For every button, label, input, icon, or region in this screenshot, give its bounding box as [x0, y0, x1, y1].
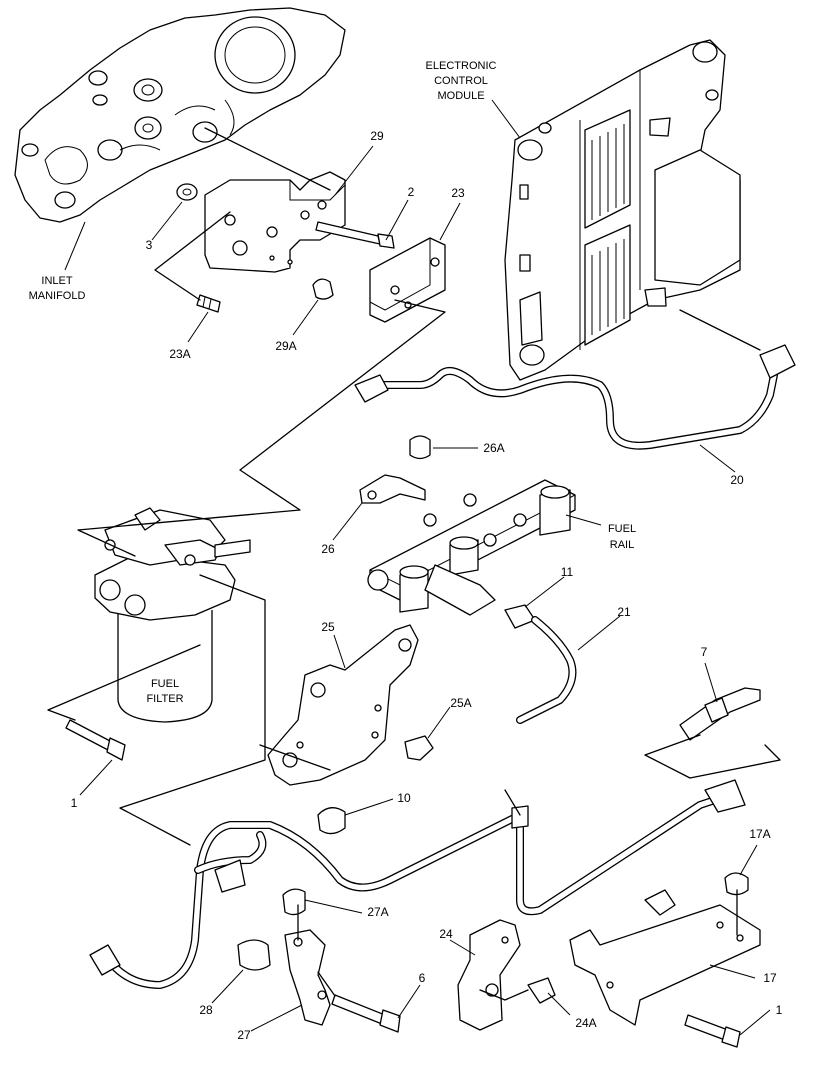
clip-10: [317, 807, 346, 835]
inlet-manifold: [14, 7, 346, 223]
fuel-rail: [367, 479, 576, 616]
callout-1-right: 1: [776, 1003, 783, 1017]
callout-27a: 27A: [367, 905, 388, 919]
leader-lines: [64, 99, 771, 1036]
bolt-1-right: [684, 1014, 741, 1048]
fuel-rail-title-line-2: RAIL: [610, 539, 634, 551]
callout-20: 20: [730, 473, 744, 487]
clip-24a: [527, 977, 556, 1004]
fuel-line-20: [354, 344, 796, 450]
fuel-line-21: [516, 616, 577, 724]
callout-10: 10: [397, 791, 411, 805]
clip-26: [359, 474, 426, 504]
spacer-28: [237, 939, 271, 971]
callout-29a: 29A: [275, 339, 296, 353]
mounting-bracket-24: [457, 919, 521, 1031]
fuel-rail-title-line-1: FUEL: [608, 523, 636, 535]
fitting-11: [504, 604, 536, 629]
callout-1-left: 1: [71, 796, 78, 810]
lower-fuel-line: [89, 779, 746, 989]
callout-11: 11: [561, 565, 574, 579]
clip-29a: [312, 278, 334, 300]
callout-25a: 25A: [450, 696, 471, 710]
ecm-title-line-1: ELECTRONIC: [426, 60, 497, 72]
callout-6: 6: [419, 971, 426, 985]
title-labels: ELECTRONIC CONTROL MODULE INLET MANIFOLD…: [29, 60, 636, 705]
inlet-manifold-title-line-2: MANIFOLD: [29, 290, 86, 302]
stud-23a: [196, 294, 221, 313]
callout-26: 26: [321, 542, 335, 556]
bolt-2: [315, 221, 395, 249]
spacer-block-23: [369, 237, 446, 323]
callout-17: 17: [763, 971, 777, 985]
clip-27a: [282, 888, 306, 916]
callout-3: 3: [146, 238, 153, 252]
callout-25: 25: [321, 620, 335, 634]
callout-28: 28: [199, 1003, 213, 1017]
ecm-title-line-3: MODULE: [437, 90, 484, 102]
callout-24: 24: [439, 927, 453, 941]
mounting-bracket-27: [284, 929, 331, 1026]
mounting-bracket-25: [267, 624, 419, 786]
electronic-control-module: [504, 39, 741, 381]
fuel-filter: [94, 507, 251, 723]
nut-3: [176, 183, 198, 201]
bolt-1-left: [65, 719, 126, 761]
callout-23a: 23A: [169, 347, 190, 361]
assembly-lines: [47, 127, 761, 1001]
leader-box-7: [644, 734, 781, 779]
clip-17a: [724, 872, 749, 896]
inlet-manifold-title-line-1: INLET: [41, 275, 72, 287]
callout-23: 23: [451, 186, 465, 200]
clip-25a: [404, 735, 434, 761]
callout-21: 21: [617, 605, 631, 619]
callout-2: 2: [408, 185, 415, 199]
callout-27: 27: [237, 1028, 251, 1042]
fuel-filter-title-line-2: FILTER: [146, 693, 183, 705]
clip-26a: [409, 435, 431, 460]
callout-26a: 26A: [483, 441, 504, 455]
bolt-6: [331, 994, 401, 1033]
callout-labels: 29 2 23 3 23A 29A 26A 20 26 11 21 25 7 2…: [71, 129, 783, 1042]
fitting-7: [679, 687, 761, 741]
callout-17a: 17A: [749, 827, 770, 841]
callout-24a: 24A: [575, 1016, 596, 1030]
fuel-filter-title-line-1: FUEL: [151, 678, 179, 690]
mounting-bracket-17: [569, 889, 761, 1026]
callout-7: 7: [701, 645, 708, 659]
callout-29: 29: [370, 129, 384, 143]
ecm-title-line-2: CONTROL: [434, 75, 488, 87]
